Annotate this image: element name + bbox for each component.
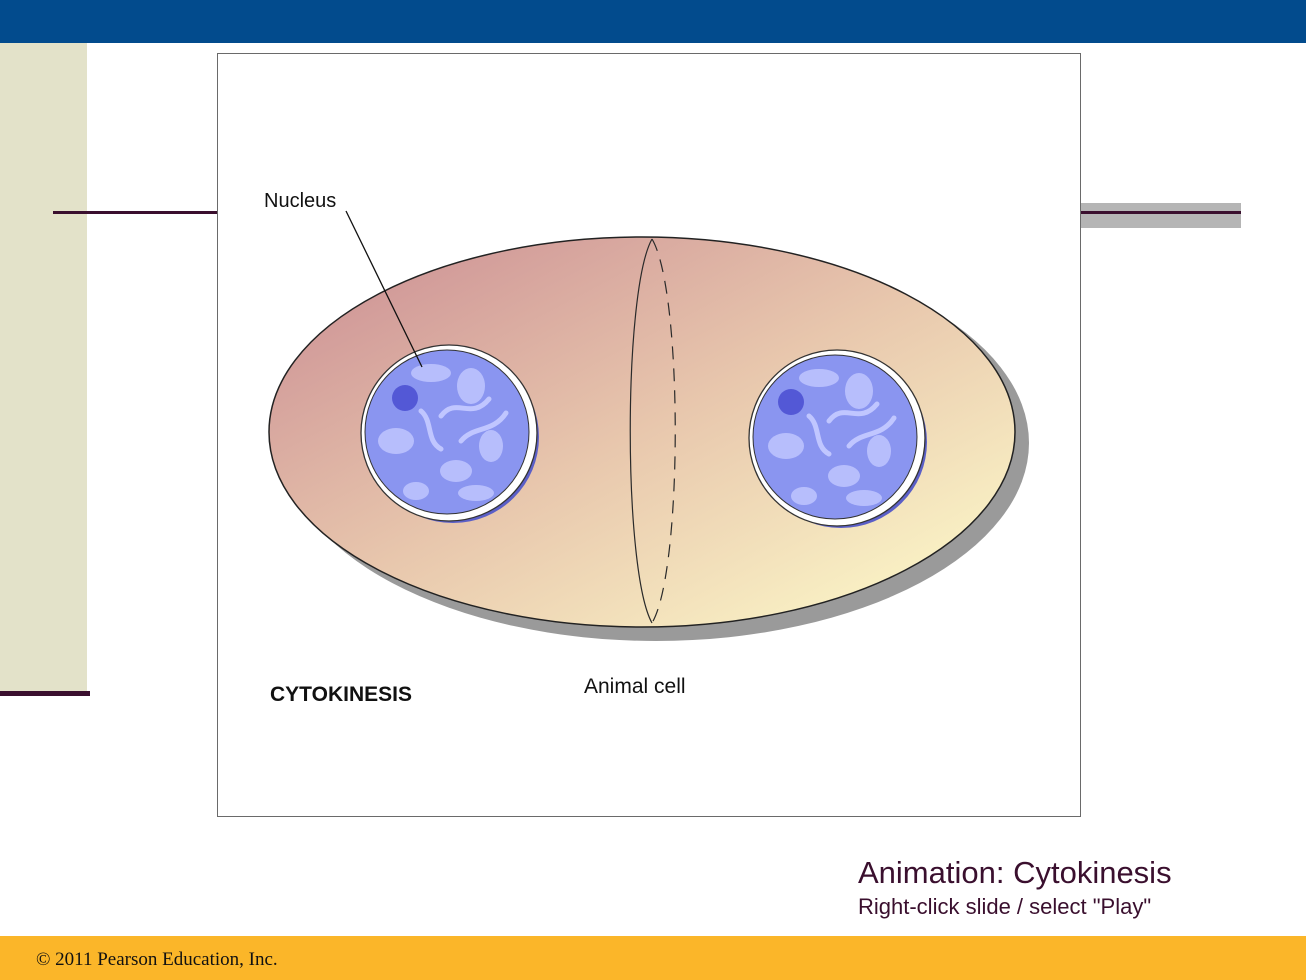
nucleus-left xyxy=(360,344,539,523)
nucleolus-right xyxy=(778,389,804,415)
nucleus-leader-line xyxy=(345,210,423,368)
nucleus-label: Nucleus xyxy=(264,190,336,212)
title-rule-left xyxy=(53,211,219,214)
top-bar xyxy=(0,0,1306,43)
side-panel xyxy=(0,43,87,691)
animation-caption-instruction: Right-click slide / select "Play" xyxy=(858,894,1152,919)
cleavage-furrow xyxy=(629,238,676,624)
cell-body xyxy=(268,236,1016,628)
title-rule-right-shadow xyxy=(1080,203,1241,228)
footer-bar xyxy=(0,936,1306,980)
cytokinesis-figure[interactable]: Nucleus CYTOKINESIS Animal cell xyxy=(217,53,1081,817)
nucleus-right xyxy=(748,349,927,528)
copyright-text: © 2011 Pearson Education, Inc. xyxy=(36,949,278,970)
cell-type-label: Animal cell xyxy=(584,675,686,698)
stage-label: CYTOKINESIS xyxy=(270,683,412,706)
nucleolus-left xyxy=(392,385,418,411)
title-rule-right xyxy=(1080,211,1241,214)
animation-caption-title: Animation: Cytokinesis xyxy=(858,855,1172,890)
side-panel-rule xyxy=(0,691,90,696)
cell-diagram: Nucleus CYTOKINESIS Animal cell xyxy=(264,190,1029,706)
